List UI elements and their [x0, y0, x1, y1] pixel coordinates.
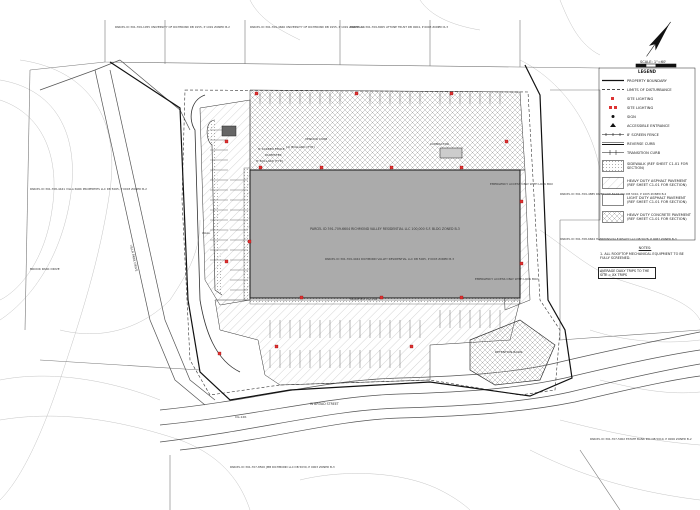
parcel-lines [24, 20, 700, 510]
legend-row: TRANSITION CURB [602, 148, 692, 157]
legend-row: 8' SCREEN FENCE [602, 130, 692, 139]
label-bollard: (1) BOLLARD (TYP.) [286, 145, 315, 149]
dumpster-enclosure [221, 125, 237, 137]
legend-label: REVERSE CURB [627, 141, 655, 146]
label-retention-basin: RETENTION BASIN [495, 350, 522, 354]
legend-label: LIMITS OF DISTURBANCE [627, 87, 672, 92]
road-label-2: BROOK PARK DRIVE [30, 267, 60, 271]
entrance-icon [610, 123, 616, 127]
sidewalk-south [249, 297, 521, 305]
light-double-icon [609, 106, 617, 109]
property-boundary [109, 61, 573, 401]
legend-row: PROPERTY BOUNDARY [602, 76, 692, 85]
sidewalk-west [243, 167, 251, 301]
legend-row: SITE LIGHTING [602, 103, 692, 112]
parcel-label-9: PARCEL ID 391-708-6664 HAMMONSVILLE REAL… [560, 237, 677, 241]
parking-stalls-top [259, 92, 501, 104]
label-compactor: COMPACTOR [430, 142, 449, 146]
legend-label: SIDEWALK (REF SHEET C1.01 FOR SECTION) [627, 161, 688, 170]
site-lighting-markers [217, 91, 524, 356]
legend-label: HEAVY DUTY ASPHALT PAVEMENT (REF SHEET C… [627, 178, 687, 187]
legend-row: REVERSE CURB [602, 139, 692, 148]
retention-basin [469, 319, 556, 386]
heavy-asphalt-swatch-icon [602, 176, 624, 189]
legend-row: SITE LIGHTING [602, 94, 692, 103]
legend: LEGEND PROPERTY BOUNDARY LIMITS OF DISTU… [602, 69, 692, 339]
notes-item: 1. ALL ROOFTOP MECHANICAL EQUIPMENT TO B… [600, 252, 684, 260]
average-daily-trips-box: AVERAGE DAILY TRIPS TO THE SITE = XX TRI… [598, 267, 656, 279]
fence-icon [602, 133, 624, 136]
label-vendor-curb: VENDOR CURB [305, 137, 327, 141]
label-modified-cg12r: MODIFIED CG-12R [350, 297, 377, 301]
heavy-concrete-swatch-icon [602, 210, 624, 223]
road-label-3: W BROAD STREET [310, 402, 339, 406]
legend-title: LEGEND [638, 69, 656, 74]
scale-bar [635, 63, 677, 68]
line-heavy-icon [602, 79, 624, 82]
label-screen-fence: 8' SCREEN FENCE [258, 147, 285, 151]
legend-row: SIDEWALK (REF SHEET C1.01 FOR SECTION) [602, 157, 692, 174]
notes-title: NOTES: [638, 246, 652, 250]
legend-row: ACCESSIBLE ENTRANCE [602, 121, 692, 130]
light-icon [611, 97, 614, 100]
north-arrow-icon [646, 21, 671, 57]
label-bollard-8: 8' BOLLARD (TYP.) [256, 159, 283, 163]
legend-label: TRANSITION CURB [627, 150, 661, 155]
legend-row: LIMITS OF DISTURBANCE [602, 85, 692, 94]
building-footprint [249, 169, 521, 299]
notes-block: NOTES: 1. ALL ROOFTOP MECHANICAL EQUIPME… [600, 246, 690, 260]
parcel-label-2: PARCEL ID 391-709-4666 UNIVERSITY OF RIC… [250, 25, 365, 29]
parcel-label-1: PARCEL ID 391-709-1055 UNIVERSITY OF RIC… [115, 25, 230, 29]
parking-bottom [214, 299, 521, 386]
island-left [206, 119, 223, 296]
legend-row: SIGN [602, 112, 692, 121]
parcel-label-7: PARCEL ID 391-707-8500 JMB RICHMOND LLC … [230, 465, 335, 469]
door-label-right: EMERGENCY ACCESS ONLY WITH LOCK BOX [475, 277, 538, 281]
legend-label: SIGN [627, 114, 636, 119]
legend-label: SITE LIGHTING [627, 96, 654, 101]
parcel-label-3: PARCEL ID 391-709-8005 ATTUNE TRUST DB 9… [350, 25, 448, 29]
road-label-1: VILLA PARK DRIVE [129, 244, 139, 272]
parcel-label-5: PARCEL ID 391-709-4044 RICHMOND VALLEY R… [325, 257, 454, 261]
legend-frame [598, 67, 696, 241]
label-wall: WALL [202, 231, 211, 235]
legend-row: LIGHT DUTY ASPHALT PAVEMENT (REF SHEET C… [602, 191, 692, 208]
door-label-top: EMERGENCY ACCESS ONLY WITH LOCK BOX [490, 182, 553, 186]
building-label: PARCEL ID 391-709-6604 RICHMOND VALLEY R… [310, 227, 460, 231]
parking-stalls-bottom [269, 310, 501, 368]
truck-court [249, 89, 526, 171]
sidewalk-swatch-icon [602, 159, 624, 172]
reverse-curb-icon [602, 142, 624, 145]
limits-of-disturbance [181, 89, 561, 396]
legend-label: SITE LIGHTING [627, 105, 654, 110]
legend-label: ACCESSIBLE ENTRANCE [627, 123, 670, 128]
legend-label: HEAVY DUTY CONCRETE PAVEMENT (REF SHEET … [627, 212, 691, 221]
legend-label: PROPERTY BOUNDARY [627, 78, 667, 83]
legend-row: HEAVY DUTY CONCRETE PAVEMENT (REF SHEET … [602, 208, 692, 225]
label-cg12r: CG-12R [235, 415, 246, 419]
legend-label: LIGHT DUTY ASPHALT PAVEMENT (REF SHEET C… [627, 195, 687, 204]
road-curves [39, 59, 700, 451]
legend-row: HEAVY DUTY ASPHALT PAVEMENT (REF SHEET C… [602, 174, 692, 191]
parcel-label-8: PARCEL ID 391-707-5002 ESTATE BANK INC D… [590, 437, 692, 441]
scale-label: SCALE: 1"=60' [640, 60, 667, 64]
dashed-line-icon [602, 89, 624, 90]
parcel-label-4: PARCEL ID 391-708-4441 VILLA PARK PROPER… [30, 187, 147, 191]
legend-label: 8' SCREEN FENCE [627, 132, 659, 137]
label-dumpster: DUMPSTER [265, 153, 282, 157]
light-asphalt-swatch-icon [602, 193, 624, 206]
transition-curb-icon [602, 150, 624, 155]
loop-drive-left [190, 94, 241, 373]
compactor-pad [439, 147, 463, 159]
sign-icon [611, 115, 615, 118]
